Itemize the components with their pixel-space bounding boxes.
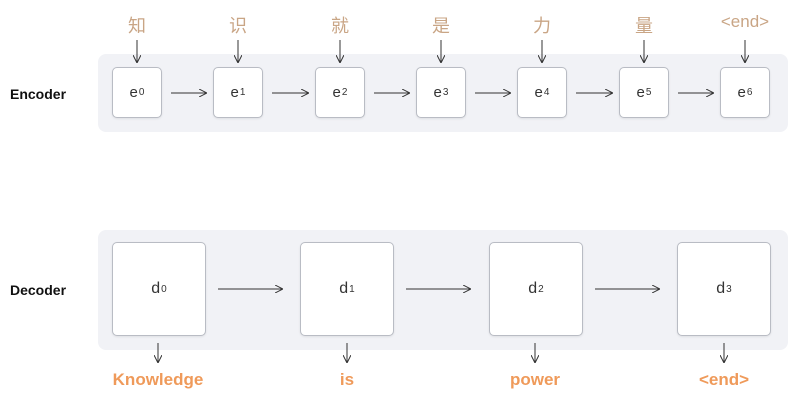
node-subscript: 0 xyxy=(161,283,167,295)
node-base: e xyxy=(129,84,138,101)
node-subscript: 1 xyxy=(239,87,246,98)
node-base: d xyxy=(151,280,161,297)
output-token-3: <end> xyxy=(698,370,750,389)
node-base: e xyxy=(737,84,746,101)
input-token-0: 知 xyxy=(128,16,146,36)
decoder-panel xyxy=(98,230,788,350)
input-token-2: 就 xyxy=(331,16,349,36)
decoder-label: Decoder xyxy=(10,282,67,298)
node-subscript: 6 xyxy=(746,87,753,98)
node-base: e xyxy=(332,84,341,101)
node-subscript: 5 xyxy=(645,87,652,98)
output-token-0: Knowledge xyxy=(112,370,204,389)
output-token-1: is xyxy=(339,370,355,389)
node-subscript: 3 xyxy=(726,283,732,295)
input-token-3: 是 xyxy=(432,16,450,36)
encoder-label: Encoder xyxy=(10,86,67,102)
input-token-4: 力 xyxy=(533,16,551,36)
node-base: e xyxy=(433,84,442,101)
node-subscript: 4 xyxy=(543,87,550,98)
node-subscript: 1 xyxy=(349,283,355,295)
output-token-2: power xyxy=(509,370,561,389)
node-base: e xyxy=(636,84,645,101)
node-base: d xyxy=(716,280,726,297)
node-subscript: 3 xyxy=(442,87,449,98)
input-token-1: 识 xyxy=(229,16,247,36)
node-base: d xyxy=(339,280,349,297)
input-token-6: <end> xyxy=(720,12,770,31)
node-subscript: 2 xyxy=(341,87,348,98)
node-subscript: 2 xyxy=(538,283,544,295)
node-base: e xyxy=(230,84,239,101)
node-subscript: 0 xyxy=(138,87,145,98)
node-base: d xyxy=(528,280,538,297)
input-token-5: 量 xyxy=(635,16,653,36)
node-base: e xyxy=(534,84,543,101)
